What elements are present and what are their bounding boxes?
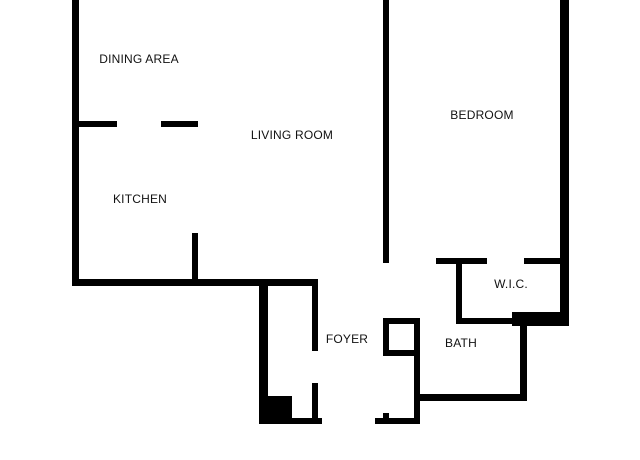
walls bbox=[72, 0, 569, 424]
wall-bath-bottom bbox=[416, 394, 527, 401]
wall-dining-divider-right bbox=[161, 121, 198, 127]
room-label-bedroom: BEDROOM bbox=[450, 108, 513, 122]
wall-foyer-inner bbox=[312, 279, 318, 351]
wall-bath-inner-vertical bbox=[383, 318, 389, 356]
wall-bedroom-bottom-right bbox=[524, 258, 569, 264]
room-label-kitchen: KITCHEN bbox=[113, 192, 167, 206]
wall-bedroom-right bbox=[560, 0, 569, 326]
wall-left-exterior bbox=[72, 0, 79, 286]
wall-bath-inner-stub bbox=[383, 350, 420, 356]
wall-wic-left bbox=[456, 258, 462, 324]
room-label-foyer: FOYER bbox=[326, 332, 368, 346]
room-label-walk-in-closet: W.I.C. bbox=[494, 277, 528, 291]
wall-bath-top-stub bbox=[383, 318, 420, 324]
wall-kitchen-stub bbox=[192, 233, 198, 286]
wall-living-bedroom bbox=[383, 0, 389, 263]
wall-bath-left-lower bbox=[414, 318, 420, 424]
wall-bath-right bbox=[520, 318, 527, 401]
wall-entry-right bbox=[375, 418, 420, 424]
wall-foyer-left bbox=[259, 279, 268, 424]
wall-dining-divider-left bbox=[79, 121, 117, 127]
wall-bedroom-bottom-left bbox=[383, 258, 389, 263]
room-label-dining-area: DINING AREA bbox=[99, 52, 179, 66]
room-label-living-room: LIVING ROOM bbox=[251, 128, 333, 142]
room-label-bath: BATH bbox=[445, 336, 477, 350]
foyer-closet-block bbox=[259, 396, 292, 424]
wall-foyer-inner-lower bbox=[312, 383, 318, 424]
